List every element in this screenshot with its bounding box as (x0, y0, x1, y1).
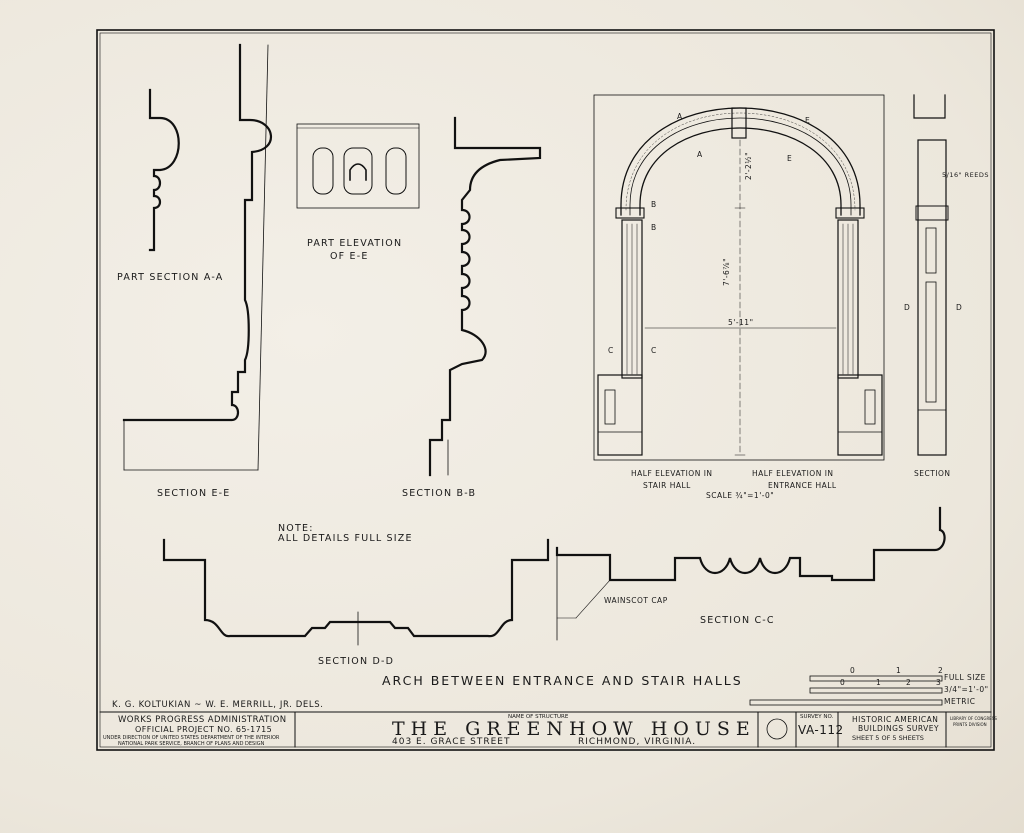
structure-name: THE GREENHOW HOUSE (392, 718, 756, 740)
label-half-elev-stair-1: HALF ELEVATION IN (631, 469, 713, 478)
profile-ee (122, 43, 272, 422)
label-reeds: 5/16" REEDS (942, 171, 990, 179)
project-number: OFFICIAL PROJECT NO. 65-1715 (135, 725, 273, 734)
city: RICHMOND, VIRGINIA. (578, 737, 697, 747)
scale-tick-b3: 3 (936, 678, 942, 687)
label-half-elev-entrance-2: ENTRANCE HALL (768, 481, 837, 490)
label-note-2: ALL DETAILS FULL SIZE (278, 533, 413, 544)
marker-b1: B (651, 200, 657, 209)
scale-metric: METRIC (944, 697, 976, 706)
scale-full-size: FULL SIZE (944, 673, 986, 682)
label-wainscot-cap: WAINSCOT CAP (604, 596, 668, 605)
marker-a2: A (697, 150, 703, 159)
direction-1: UNDER DIRECTION OF UNITED STATES DEPARTM… (103, 735, 280, 741)
direction-2: NATIONAL PARK SERVICE, BRANCH OF PLANS A… (118, 741, 265, 747)
profile-cc (555, 506, 946, 582)
scale-three-quarter: 3/4"=1'-0" (944, 685, 989, 694)
outer-border (96, 29, 995, 751)
marker-c2: C (651, 346, 657, 355)
small-note-2: PRINTS DIVISION (953, 722, 987, 727)
label-note-1: NOTE: (278, 523, 314, 534)
dim-height: 7'-6⅞" (722, 257, 731, 286)
wpa: WORKS PROGRESS ADMINISTRATION (118, 715, 287, 725)
dim-width: 5'-11" (728, 318, 754, 327)
scale-tick-b2: 2 (906, 678, 912, 687)
marker-d1: D (904, 303, 911, 312)
label-section-ee: SECTION E-E (157, 488, 231, 499)
marker-a1: A (677, 112, 683, 121)
scale-tick-a0: 0 (850, 666, 856, 675)
dim-arch: 2'-2½" (744, 151, 753, 180)
habs-1: HISTORIC AMERICAN (852, 715, 939, 724)
scale-tick-b1: 1 (876, 678, 882, 687)
label-part-elevation-2: OF E-E (330, 251, 369, 262)
address: 403 E. GRACE STREET (392, 737, 511, 747)
marker-e2: E (787, 154, 793, 163)
scale-tick-b0: 0 (840, 678, 846, 687)
marker-e1: E (805, 116, 811, 125)
label-scale: SCALE ¾"=1'-0" (706, 491, 775, 500)
marker-d2: D (956, 303, 963, 312)
habs-2: BUILDINGS SURVEY (858, 724, 940, 733)
label-part-elevation-1: PART ELEVATION (307, 238, 403, 249)
label-half-elev-stair-2: STAIR HALL (643, 481, 691, 490)
sheet-count: SHEET 5 OF 5 SHEETS (852, 734, 924, 742)
arch-frame (593, 94, 885, 461)
label-half-elev-entrance-1: HALF ELEVATION IN (752, 469, 834, 478)
marker-b2: B (651, 223, 657, 232)
seal-icon (766, 718, 788, 740)
marker-c1: C (608, 346, 614, 355)
label-section-cc: SECTION C-C (700, 615, 775, 626)
profile-aa (148, 88, 180, 252)
profile-bb (428, 116, 542, 477)
scale-tick-a2: 2 (938, 666, 944, 675)
small-note-1: LIBRARY OF CONGRESS (950, 716, 997, 721)
sheet-title: ARCH BETWEEN ENTRANCE AND STAIR HALLS (382, 673, 743, 688)
label-section-dd: SECTION D-D (318, 656, 395, 667)
label-part-section-aa: PART SECTION A-A (117, 272, 224, 283)
label-section: SECTION (914, 469, 951, 478)
profile-dd (162, 538, 550, 638)
survey-number: VA-112 (798, 723, 844, 737)
label-section-bb: SECTION B-B (402, 488, 477, 499)
name-of-structure-label: NAME OF STRUCTURE (508, 714, 569, 720)
scale-tick-a1: 1 (896, 666, 902, 675)
survey-label: SURVEY NO. (800, 714, 834, 720)
delineators: K. G. KOLTUKIAN ~ W. E. MERRILL, JR. DEL… (112, 700, 324, 710)
